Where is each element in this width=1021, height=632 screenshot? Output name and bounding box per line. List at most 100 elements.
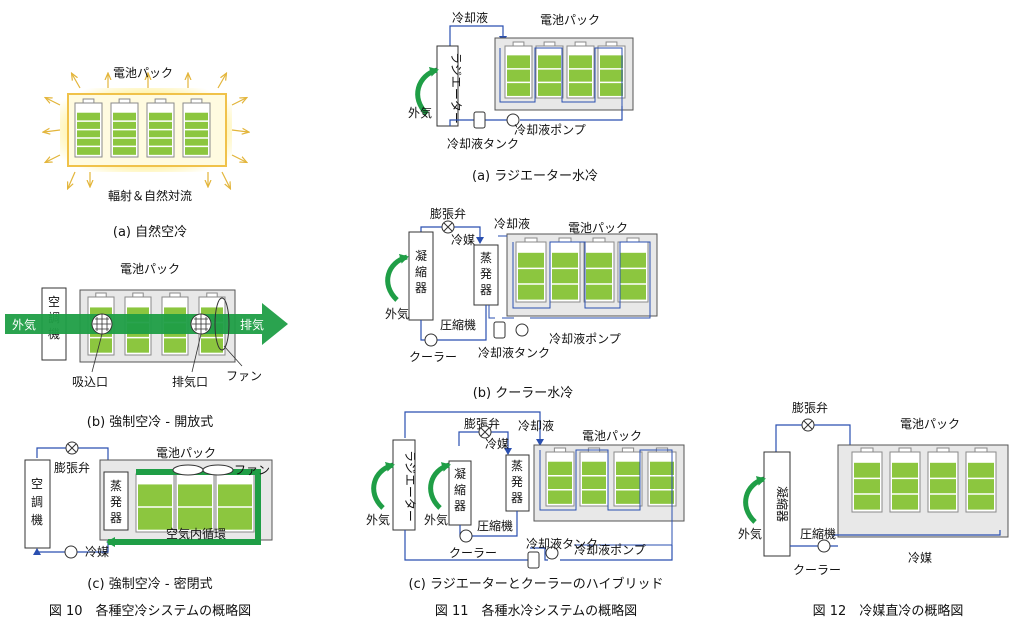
condenser-label: 凝縮器 xyxy=(415,248,427,295)
battery-cell xyxy=(110,98,139,158)
pack-label: 電池パック xyxy=(900,417,960,431)
radiator xyxy=(392,439,416,531)
tank-label: 冷却液タンク xyxy=(478,345,550,360)
tank-label: 冷却液タンク xyxy=(526,536,598,551)
valve-label: 膨張弁 xyxy=(54,460,90,475)
caption-10a: (a) 自然空冷 xyxy=(113,224,187,240)
outside-air-arrow xyxy=(743,476,766,524)
fig11a-radiator: 冷却液 電池パック ラジエーター 外気 冷却液ポンプ 冷却液タンク (a) ラジ… xyxy=(408,10,634,184)
fig11c-hybrid: 膨張弁 冷却液 電池パック 冷媒 ラジエーター 凝縮器 蒸発器 圧縮機 外気 外… xyxy=(366,411,685,592)
compressor-icon xyxy=(424,333,438,347)
fig10c-forced-closed: 膨張弁 空調機 冷媒 電池パック 蒸発器 ファン 空気内循環 (c) 強制空冷 … xyxy=(24,441,273,592)
fig10a-natural-air: 電池パック 輻射＆自然対流 (a) 自然空冷 xyxy=(44,66,248,240)
pack-label: 電池パック xyxy=(113,66,173,80)
fig11b-cooler: 膨張弁 冷却液 電池パック 冷媒 凝縮器 蒸発器 圧縮機 外気 冷却液ポンプ ク… xyxy=(385,206,658,401)
tank-label: 冷却液タンク xyxy=(447,136,519,151)
fan-label: ファン xyxy=(234,463,270,477)
pump-label: 冷却液ポンプ xyxy=(574,542,646,557)
battery-cell xyxy=(175,469,215,533)
evaporator xyxy=(103,471,129,531)
compressor-icon xyxy=(817,539,831,553)
radiator-label: ラジエーター xyxy=(403,450,417,522)
evaporator-label: 蒸発器 xyxy=(110,479,122,525)
fan-icon xyxy=(214,297,230,351)
battery-cell xyxy=(927,447,959,513)
pack-label: 電池パック xyxy=(582,429,642,443)
outside-label: 外気 xyxy=(408,105,432,120)
battery-cells xyxy=(545,447,677,507)
fan-icon xyxy=(202,464,234,476)
coolant-label: 冷却液 xyxy=(452,10,488,25)
compressor-icon xyxy=(459,529,473,543)
battery-cell xyxy=(215,469,255,533)
fan-label: ファン xyxy=(226,369,262,383)
condenser xyxy=(763,451,791,557)
battery-cell xyxy=(146,98,175,158)
battery-cell xyxy=(597,41,626,99)
battery-cells xyxy=(135,469,255,533)
evaporator-label: 蒸発器 xyxy=(511,459,523,505)
battery-cell xyxy=(74,98,103,158)
pack-label: 電池パック xyxy=(540,13,600,27)
cooler-label: クーラー xyxy=(793,563,841,577)
battery-cell xyxy=(535,41,564,99)
coolant-label: 冷却液 xyxy=(518,418,554,433)
outlet-vent xyxy=(190,313,212,335)
battery-cell xyxy=(135,469,175,533)
figure-10-caption: 図 10 各種空冷システムの概略図 xyxy=(49,603,251,619)
compressor-label: 圧縮機 xyxy=(440,317,476,332)
battery-cell xyxy=(545,447,575,507)
coolant-label: 冷却液 xyxy=(494,216,530,231)
caption-11c: (c) ラジエーターとクーラーのハイブリッド xyxy=(409,576,664,592)
battery-cell xyxy=(889,447,921,513)
pump-label: 冷却液ポンプ xyxy=(514,122,586,137)
figure-11-caption: 図 11 各種水冷システムの概略図 xyxy=(435,603,637,619)
pack-label: 電池パック xyxy=(568,221,628,235)
outside-air-arrow-1 xyxy=(371,461,395,510)
inlet-label: 吸込口 xyxy=(72,375,108,389)
battery-cell xyxy=(613,447,643,507)
refrigerant-label: 冷媒 xyxy=(85,545,109,559)
coolant-tank xyxy=(473,111,486,129)
battery-cell xyxy=(851,447,883,513)
exhaust-label: 排気 xyxy=(240,317,264,332)
coolant-tank xyxy=(493,321,506,339)
battery-cell xyxy=(549,237,581,303)
caption-11b: (b) クーラー水冷 xyxy=(473,386,574,401)
battery-cells xyxy=(515,237,649,303)
battery-cell xyxy=(566,41,595,99)
outside-label-2: 外気 xyxy=(424,512,448,527)
refrigerant-label: 冷媒 xyxy=(451,233,475,247)
radiation-label: 輻射＆自然対流 xyxy=(108,188,192,203)
outside-label: 外気 xyxy=(738,526,762,541)
inlet-vent xyxy=(91,313,113,335)
compressor-label: 圧縮機 xyxy=(800,526,836,541)
pump-icon xyxy=(515,323,529,337)
pump-label: 冷却液ポンプ xyxy=(549,331,621,346)
battery-cell xyxy=(617,237,649,303)
pack-label: 電池パック xyxy=(120,262,180,276)
condenser xyxy=(408,231,434,321)
outside-air-arrow-2 xyxy=(428,462,451,510)
circulation-label: 空気内循環 xyxy=(166,526,226,541)
outside-label: 外気 xyxy=(385,306,409,321)
pack-label: 電池パック xyxy=(156,446,216,460)
battery-cell xyxy=(965,447,997,513)
ac-label: 空調機 xyxy=(31,477,43,527)
outside-air-arrow xyxy=(415,66,439,116)
outside-air-label: 外気 xyxy=(12,317,36,332)
refrigerant-label: 冷媒 xyxy=(485,437,509,451)
battery-cell xyxy=(647,447,677,507)
battery-cell xyxy=(583,237,615,303)
cooler-label: クーラー xyxy=(409,350,457,364)
condenser-label: 凝縮器 xyxy=(775,486,790,522)
radiator-label: ラジエーター xyxy=(449,52,463,124)
battery-cells xyxy=(851,447,997,513)
valve-label: 膨張弁 xyxy=(792,400,828,415)
condenser-label: 凝縮器 xyxy=(454,466,466,513)
caption-10c: (c) 強制空冷 - 密閉式 xyxy=(87,576,212,592)
battery-cell xyxy=(182,98,211,158)
battery-cells xyxy=(504,41,626,99)
battery-cell xyxy=(504,41,533,99)
